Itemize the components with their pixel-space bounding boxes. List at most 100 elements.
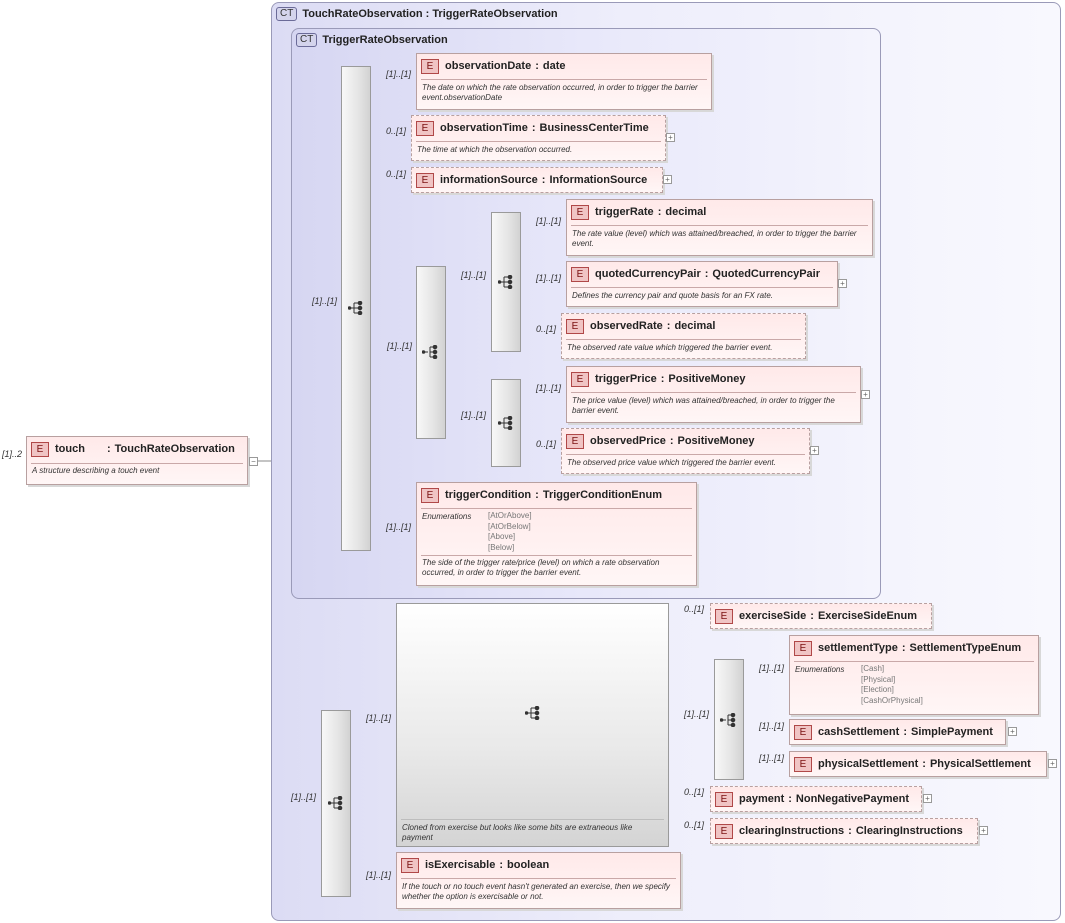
choice-compositor[interactable] <box>416 266 446 439</box>
sequence-icon <box>328 796 343 810</box>
cardinality-label: [1]..[1] <box>291 792 317 802</box>
sequence-icon <box>498 275 513 289</box>
element-doc: The price value (level) which was attain… <box>572 396 835 415</box>
expand-icon[interactable]: + <box>810 446 819 455</box>
enumerations-label: Enumerations <box>422 512 472 521</box>
sequence-compositor-lower[interactable] <box>321 710 351 897</box>
element-badge: E <box>31 442 49 457</box>
element-name: observedPrice <box>590 435 666 447</box>
collapse-icon[interactable]: − <box>249 457 258 466</box>
element-type: date <box>542 60 566 72</box>
cardinality-label: 0..[1] <box>386 169 407 179</box>
element-name: observationDate <box>445 60 532 72</box>
cardinality-label: [1]..[1] <box>759 721 785 731</box>
sequence-icon <box>348 301 363 315</box>
cardinality-label: 0..[1] <box>684 604 705 614</box>
element-type: ClearingInstructions <box>855 825 963 837</box>
element-badge: E <box>416 173 434 188</box>
element-doc: The observed rate value which triggered … <box>567 343 773 352</box>
element-name: isExercisable <box>425 859 496 871</box>
element-doc: The rate value (level) which was attaine… <box>572 229 857 248</box>
cloned-sequence-group[interactable]: Cloned from exercise but looks like some… <box>396 603 669 847</box>
cardinality-label: 0..[1] <box>684 787 705 797</box>
element-badge: E <box>794 641 812 656</box>
cardinality-label: [1]..[1] <box>312 296 338 306</box>
element-badge: E <box>715 824 733 839</box>
complex-type-badge: CT <box>276 7 298 21</box>
element-name: triggerRate <box>595 206 654 218</box>
expand-icon[interactable]: + <box>666 133 675 142</box>
element-type: SimplePayment <box>910 726 993 738</box>
expand-icon[interactable]: + <box>923 794 932 803</box>
element-type: PositiveMoney <box>668 373 746 385</box>
element-name: informationSource <box>440 174 538 186</box>
element-doc: The time at which the observation occurr… <box>417 145 573 154</box>
choice-compositor-settlement[interactable] <box>714 659 744 780</box>
element-name: touch <box>55 443 85 455</box>
expand-icon[interactable]: + <box>1008 727 1017 736</box>
cardinality-label: [1]..[1] <box>461 410 487 420</box>
element-badge: E <box>401 858 419 873</box>
element-type: NonNegativePayment <box>795 793 910 805</box>
element-name: cashSettlement <box>818 726 900 738</box>
expand-icon[interactable]: + <box>663 175 672 184</box>
expand-icon[interactable]: + <box>838 279 847 288</box>
enumeration-values: [AtOrAbove] [AtOrBelow] [Above] [Below] <box>488 511 532 552</box>
element-name: quotedCurrencyPair <box>595 268 701 280</box>
enumerations-label: Enumerations <box>795 665 845 674</box>
expand-icon[interactable]: + <box>1048 759 1057 768</box>
expand-icon[interactable]: + <box>979 826 988 835</box>
cardinality-label: [1]..[1] <box>387 341 413 351</box>
element-name: triggerCondition <box>445 489 532 501</box>
sequence-compositor-price[interactable] <box>491 379 521 467</box>
element-badge: E <box>715 609 733 624</box>
element-name: physicalSettlement <box>818 758 919 770</box>
element-doc: The date on which the rate observation o… <box>422 83 698 102</box>
cloned-group-doc: Cloned from exercise but looks like some… <box>402 823 633 842</box>
element-doc: If the touch or no touch event hasn't ge… <box>402 882 670 901</box>
element-type: BusinessCenterTime <box>539 122 649 134</box>
sequence-icon <box>498 416 513 430</box>
element-type: TriggerConditionEnum <box>542 489 662 501</box>
element-doc: A structure describing a touch event <box>32 466 160 475</box>
element-badge: E <box>421 59 439 74</box>
element-doc: The side of the trigger rate/price (leve… <box>422 558 660 577</box>
element-badge: E <box>566 434 584 449</box>
element-type: decimal <box>674 320 716 332</box>
cardinality-label: [1]..[1] <box>386 69 412 79</box>
element-name: settlementType <box>818 642 898 654</box>
element-badge: E <box>794 725 812 740</box>
cardinality-label: 0..[1] <box>536 439 557 449</box>
element-name: observationTime <box>440 122 528 134</box>
cardinality-label: [1]..[1] <box>536 383 562 393</box>
expand-icon[interactable]: + <box>861 390 870 399</box>
element-type: boolean <box>507 859 550 871</box>
sequence-icon <box>525 706 540 720</box>
choice-icon <box>422 345 438 359</box>
sequence-compositor-main[interactable] <box>341 66 371 551</box>
sequence-compositor-rate[interactable] <box>491 212 521 352</box>
element-name: clearingInstructions <box>739 825 845 837</box>
cardinality-label: [1]..[1] <box>366 870 392 880</box>
element-type: TouchRateObservation <box>114 443 235 455</box>
element-type: PhysicalSettlement <box>929 758 1031 770</box>
